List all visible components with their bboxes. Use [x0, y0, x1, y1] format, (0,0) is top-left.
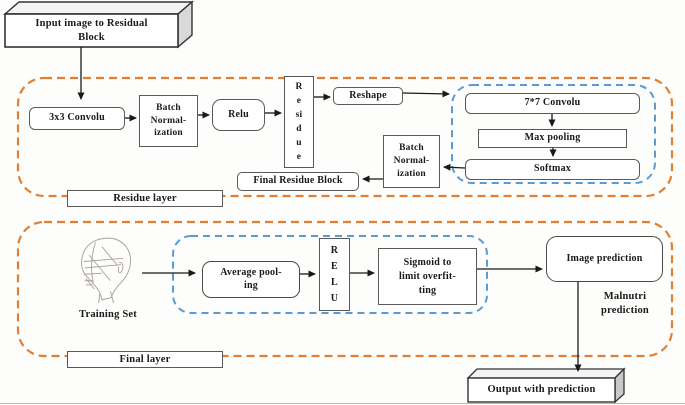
pooling-activation-group-container: [172, 235, 488, 314]
node-batch-normalization-2: Batch Normal- ization: [383, 135, 440, 188]
bottom-rule: [0, 403, 685, 404]
input-block-label: Input image to Residual Block: [35, 18, 148, 44]
node-average-pooling: Average pool- ing: [202, 261, 300, 298]
final-layer-container: [16, 220, 674, 358]
residue-layer-caption: Residue layer: [67, 190, 223, 207]
output-block-label: Output with prediction: [487, 384, 596, 395]
node-image-prediction: Image prediction: [546, 236, 663, 282]
final-layer-caption: Final layer: [67, 351, 223, 368]
input-block-3d: [3, 0, 194, 49]
conv-pooling-group-container: [451, 84, 656, 184]
output-block-3d: [466, 367, 626, 404]
node-softmax: Softmax: [465, 159, 640, 180]
arrow-softmax-to-batchnorm2: [443, 163, 466, 171]
node-sigmoid: Sigmoid to limit overfit- ting: [378, 248, 477, 305]
node-max-pooling: Max pooling: [478, 129, 627, 148]
node-residue-vertical: R e si d u e: [284, 76, 314, 168]
node-final-residue-block: Final Residue Block: [237, 172, 359, 191]
training-set-head-sketch-icon: [81, 237, 132, 304]
node-conv7x7: 7*7 Convolu: [465, 93, 640, 114]
node-conv3x3: 3x3 Convolu: [29, 107, 125, 130]
node-relu-vertical: R E L U: [319, 238, 350, 311]
arrow-reshape-to-conv7: [402, 90, 450, 98]
training-set-label: Training Set: [79, 309, 137, 320]
node-batch-normalization-1: Batch Normal- ization: [139, 95, 198, 147]
residue-layer-container: [16, 76, 674, 198]
malnutri-prediction-note: Malnutri prediction: [601, 291, 649, 317]
node-reshape: Reshape: [333, 87, 403, 105]
node-relu: Relu: [212, 99, 265, 131]
